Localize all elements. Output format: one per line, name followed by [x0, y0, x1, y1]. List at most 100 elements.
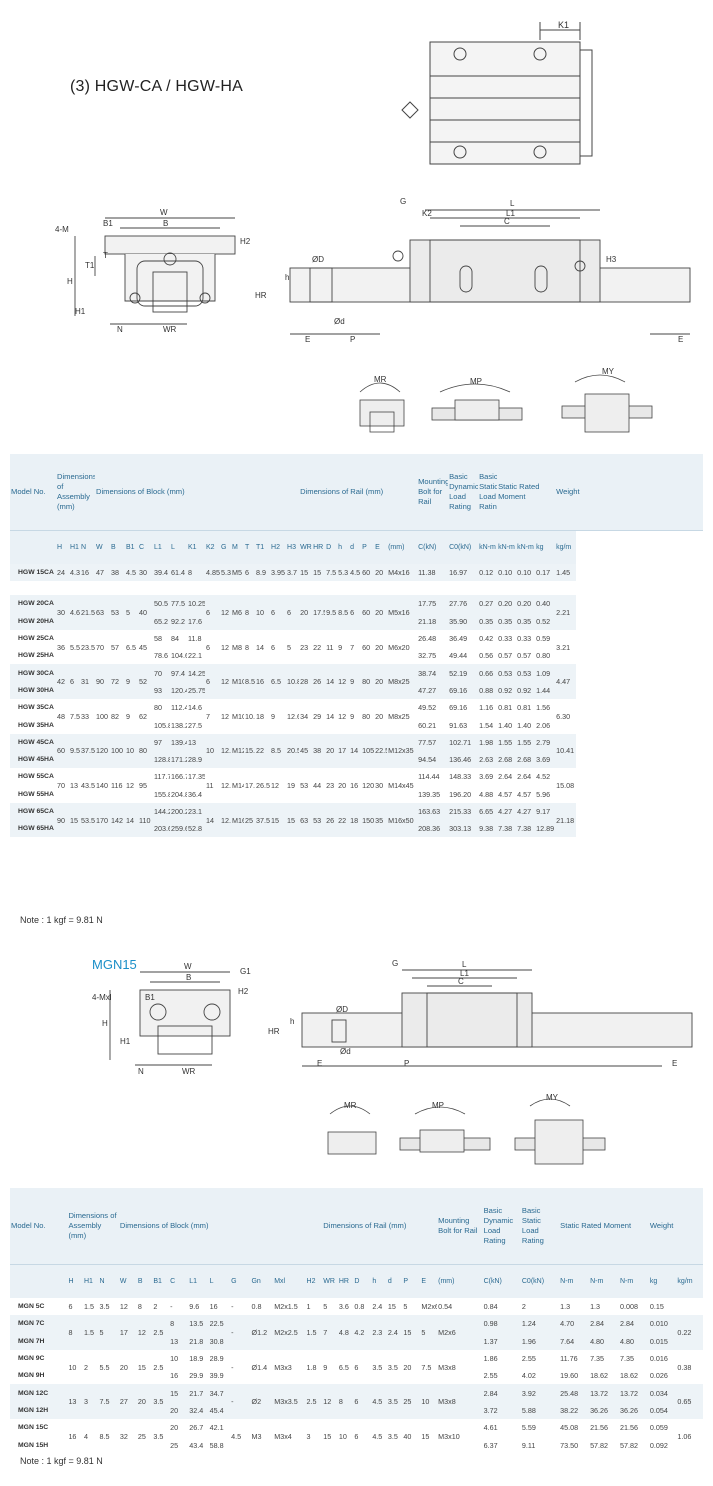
- value-cell: 35.90: [448, 612, 479, 630]
- value-cell: 13: [187, 733, 206, 751]
- value-cell: [676, 1298, 703, 1316]
- value-cell: 31: [80, 664, 96, 700]
- value-cell: 39.4: [153, 564, 171, 582]
- value-cell: 12: [125, 768, 139, 803]
- section-title-mgn15: MGN15: [92, 957, 137, 972]
- value-cell: 65.2: [153, 612, 171, 630]
- value-cell: 0.92: [516, 681, 536, 700]
- value-cell: 24: [56, 564, 69, 582]
- value-cell: 62: [138, 699, 154, 734]
- table-symbol: h: [337, 530, 350, 564]
- value-cell: 80: [361, 699, 375, 734]
- svg-text:T1: T1: [85, 261, 95, 270]
- value-cell: 0.20: [497, 595, 517, 613]
- value-cell: 90: [95, 664, 111, 700]
- value-cell: 5.88: [520, 1401, 560, 1420]
- svg-text:WR: WR: [182, 1067, 196, 1076]
- value-cell: 20: [136, 1384, 153, 1420]
- model-no-cell: MGN 12H: [10, 1401, 68, 1420]
- value-cell: 95: [138, 768, 154, 803]
- value-cell: 57.82: [589, 1436, 619, 1454]
- value-cell: 33: [80, 699, 96, 734]
- value-cell: 9: [125, 699, 139, 734]
- model-no-cell: MGN 5C: [10, 1298, 68, 1316]
- svg-text:L1: L1: [460, 969, 469, 978]
- value-cell: 78.6: [153, 647, 171, 665]
- value-cell: 53: [299, 768, 313, 803]
- value-cell: 16: [80, 564, 96, 582]
- value-cell: 38.22: [559, 1401, 590, 1420]
- value-cell: 19: [286, 768, 300, 803]
- hgw-front-view-drawing: 4-MB1 WB H2H T1T H1N WR: [55, 208, 251, 334]
- value-cell: 1.06: [676, 1419, 703, 1454]
- value-cell: 0.008: [618, 1298, 649, 1316]
- value-cell: 45: [299, 733, 313, 769]
- value-cell: 139.35: [417, 785, 449, 803]
- value-cell: 40: [402, 1419, 421, 1454]
- value-cell: 0.81: [516, 699, 536, 717]
- value-cell: 48: [56, 699, 69, 734]
- table-symbol: M: [231, 530, 245, 564]
- value-cell: M10: [231, 699, 245, 734]
- table-symbol: L: [208, 1264, 231, 1298]
- value-cell: 26.7: [188, 1419, 209, 1437]
- value-cell: M3x8: [437, 1384, 483, 1420]
- value-cell: 6.37: [482, 1436, 521, 1454]
- value-cell: 2.84: [618, 1315, 649, 1333]
- value-cell: -: [169, 1298, 189, 1316]
- value-cell: 12: [337, 699, 350, 734]
- value-cell: 3.5: [371, 1349, 387, 1385]
- value-cell: 21.18: [555, 802, 577, 838]
- model-no-cell: HGW 20HA: [10, 612, 56, 630]
- svg-text:H1: H1: [75, 307, 86, 316]
- value-cell: 4.8: [337, 1315, 354, 1350]
- value-cell: 6: [205, 595, 221, 630]
- value-cell: 1: [305, 1298, 323, 1316]
- value-cell: M5: [231, 564, 245, 582]
- value-cell: 14.6: [187, 699, 206, 717]
- svg-text:W: W: [160, 208, 168, 217]
- value-cell: 3.6: [337, 1298, 354, 1316]
- value-cell: 12: [337, 664, 350, 700]
- value-cell: 4.88: [478, 785, 498, 803]
- value-cell: 15: [312, 564, 326, 582]
- value-cell: 50.5: [153, 595, 171, 613]
- value-cell: 4.2: [353, 1315, 372, 1350]
- value-cell: 17: [337, 733, 350, 769]
- value-cell: 155.8: [153, 785, 171, 803]
- value-cell: M4x16: [387, 564, 418, 582]
- value-cell: 13: [67, 1384, 83, 1420]
- hgw-note: Note : 1 kgf = 9.81 N: [20, 915, 103, 925]
- table-group-header: Dimensions of Rail (mm): [299, 454, 418, 531]
- value-cell: 3.21: [555, 629, 577, 665]
- value-cell: 23.1: [187, 802, 206, 821]
- value-cell: 0.010: [648, 1315, 677, 1333]
- value-cell: 303.13: [448, 820, 479, 838]
- value-cell: 4.5: [230, 1419, 251, 1454]
- table-symbol: kg/m: [676, 1264, 703, 1298]
- value-cell: 42: [56, 664, 69, 700]
- value-cell: 69.16: [448, 681, 479, 700]
- table-row: HGW 65CA901553.517014214110144.2200.223.…: [10, 802, 703, 838]
- value-cell: 3.5: [98, 1298, 119, 1316]
- model-no-cell: HGW 35CA: [10, 699, 56, 717]
- value-cell: 17.5: [312, 595, 326, 630]
- value-cell: 7.5: [420, 1349, 438, 1385]
- value-cell: 1.54: [478, 716, 498, 734]
- table-symbol: kg: [535, 530, 556, 564]
- table-symbol: E: [374, 530, 388, 564]
- value-cell: 0.33: [497, 629, 517, 648]
- value-cell: 32: [118, 1419, 137, 1454]
- value-cell: 12: [118, 1298, 137, 1316]
- svg-text:L: L: [510, 199, 515, 208]
- value-cell: 34.7: [208, 1384, 231, 1402]
- value-cell: 5: [420, 1315, 438, 1350]
- value-cell: 13: [169, 1332, 189, 1350]
- value-cell: 0.20: [516, 595, 536, 613]
- value-cell: 9.5: [325, 595, 338, 630]
- value-cell: 3.92: [520, 1384, 560, 1402]
- value-cell: 4.52: [535, 768, 556, 786]
- svg-text:4-M: 4-M: [55, 225, 69, 234]
